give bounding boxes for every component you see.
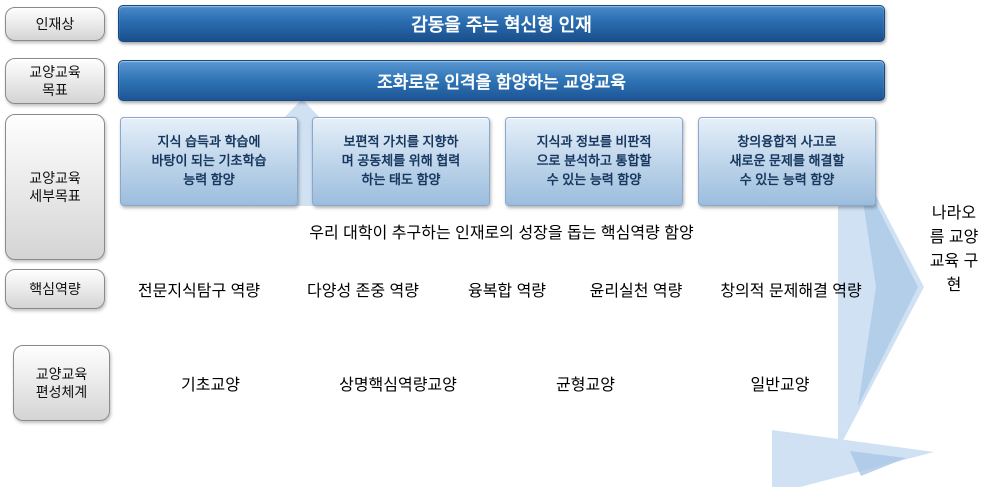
- curriculum-box: 균형교양: [556, 376, 615, 394]
- detail-goal-box: 지식 습득과 학습에 바탕이 되는 기초학습 능력 함양: [120, 117, 298, 206]
- vision-bar: 감동을 주는 혁신형 인재: [118, 5, 885, 42]
- label-goal: 교양교육 목표: [5, 58, 105, 104]
- competency-box: 창의적 문제해결 역량: [720, 283, 862, 300]
- goal-bar: 조화로운 인격을 함양하는 교양교육: [118, 60, 885, 101]
- curriculum-box: 상명핵심역량교양: [339, 376, 457, 394]
- label-detail-goals: 교양교육 세부목표: [5, 114, 105, 260]
- competency-box: 융복합 역량: [467, 283, 547, 300]
- detail-goal-box: 창의융합적 사고로 새로운 문제를 해결할 수 있는 능력 함양: [698, 117, 876, 206]
- competency-box: 윤리실천 역량: [589, 283, 683, 300]
- competency-banner: 우리 대학이 추구하는 인재로의 성장을 돕는 핵심역량 함양: [309, 225, 694, 242]
- side-vertical-banner-text: 나라오름 교양교육 구현: [929, 205, 979, 294]
- competency-box: 다양성 존중 역량: [307, 283, 419, 300]
- competency-box: 전문지식탐구 역량: [137, 283, 261, 300]
- curriculum-box: 기초교양: [181, 376, 240, 394]
- background-arrow-tail: [772, 430, 934, 487]
- background-arrow-head-inner: [858, 168, 918, 406]
- side-vertical-banner: 나라오름 교양교육 구현: [925, 62, 983, 432]
- label-curriculum: 교양교육 편성체계: [13, 345, 110, 421]
- label-core-competency: 핵심역량: [5, 269, 105, 309]
- detail-goal-box: 지식과 정보를 비판적 으로 분석하고 통합할 수 있는 능력 함양: [505, 117, 683, 206]
- background-arrow-tail-inner: [850, 451, 906, 476]
- label-talent: 인재상: [5, 7, 105, 41]
- detail-goal-box: 보편적 가치를 지향하 며 공동체를 위해 협력 하는 태도 함양: [312, 117, 490, 206]
- curriculum-box: 일반교양: [750, 376, 810, 394]
